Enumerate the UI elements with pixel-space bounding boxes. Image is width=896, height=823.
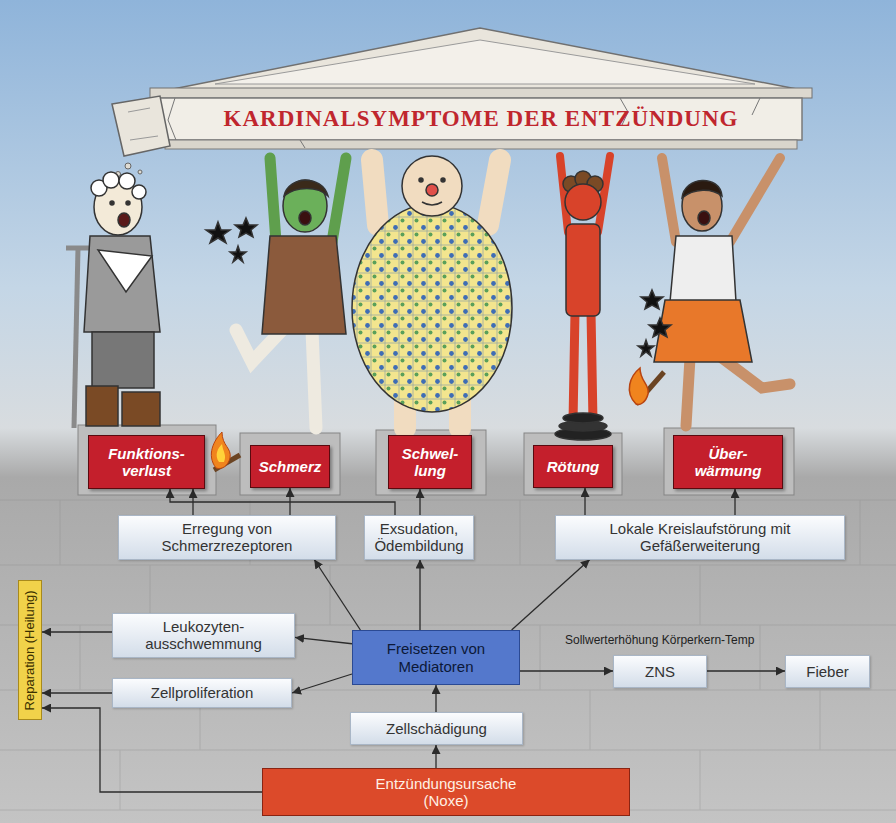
node-text: Fieber bbox=[792, 663, 863, 680]
swollen-man-figure bbox=[352, 156, 512, 428]
arrow-connector bbox=[584, 488, 585, 515]
arrow-connector bbox=[734, 489, 735, 515]
pedestals bbox=[78, 425, 794, 495]
process-box: Erregung von Schmerzrezeptoren bbox=[118, 515, 336, 560]
node-text: Freisetzen von Mediatoren bbox=[359, 640, 513, 675]
arrow-connector bbox=[419, 560, 420, 631]
node-text: Entzündungsursache (Noxe) bbox=[361, 775, 531, 810]
arrow-connector bbox=[42, 708, 262, 792]
process-box: ZNS bbox=[613, 655, 707, 688]
node-text: Schmerz bbox=[257, 458, 323, 475]
process-box: Zellschädigung bbox=[350, 712, 523, 745]
process-box: Lokale Kreislaufstörung mit Gefäßerweite… bbox=[555, 515, 845, 560]
node-text: Zellschädigung bbox=[357, 720, 516, 737]
title-band: KARDINALSYMPTOME DER ENTZÜNDUNG bbox=[160, 98, 802, 140]
process-box: Exsudation, Ödembildung bbox=[364, 515, 474, 560]
arrow-connector bbox=[42, 692, 112, 693]
arrow-connector bbox=[42, 631, 112, 632]
node-text: Reparation (Heilung) bbox=[23, 590, 38, 710]
arrow-connector bbox=[707, 670, 785, 671]
burning-man-figure bbox=[629, 158, 790, 426]
arrow-connector bbox=[435, 745, 436, 768]
symptom-plaque: Funktions- verlust bbox=[88, 435, 205, 489]
repair-band: Reparation (Heilung) bbox=[18, 580, 42, 720]
arrow-connector bbox=[520, 670, 613, 671]
stone-wall bbox=[0, 500, 896, 810]
node-text: Funktions- verlust bbox=[101, 445, 193, 480]
node-text: ZNS bbox=[620, 663, 700, 680]
arrow-connector bbox=[314, 560, 360, 631]
process-box: Fieber bbox=[785, 655, 870, 688]
arrow-connector bbox=[435, 685, 436, 712]
node-text: Über- wärmung bbox=[684, 445, 772, 480]
arrow-connector bbox=[170, 489, 395, 515]
cause-box: Entzündungsursache (Noxe) bbox=[262, 768, 630, 816]
node-text: Leukozyten- ausschwemmung bbox=[119, 618, 288, 653]
mediator-box: Freisetzen von Mediatoren bbox=[352, 630, 520, 685]
symptom-plaque: Schwel- lung bbox=[388, 435, 472, 489]
arrow-connector bbox=[512, 560, 590, 631]
arrow-connector bbox=[419, 489, 420, 515]
symptom-plaque: Schmerz bbox=[250, 445, 330, 488]
red-figure bbox=[555, 156, 611, 440]
node-text: Rötung bbox=[540, 458, 606, 475]
node-text: Zellproliferation bbox=[119, 684, 285, 701]
old-man-figure bbox=[66, 172, 160, 428]
process-box: Leukozyten- ausschwemmung bbox=[112, 613, 295, 658]
arrow-connector bbox=[295, 637, 352, 643]
temple bbox=[112, 28, 812, 177]
process-box: Zellproliferation bbox=[112, 678, 292, 708]
torch-flame bbox=[211, 432, 240, 470]
symptom-plaque: Rötung bbox=[533, 445, 613, 488]
green-man-figure bbox=[206, 158, 346, 428]
node-text: Exsudation, Ödembildung bbox=[371, 520, 467, 555]
symptom-plaque: Über- wärmung bbox=[673, 435, 783, 489]
title-text: KARDINALSYMPTOME DER ENTZÜNDUNG bbox=[224, 106, 739, 132]
arrow-connector bbox=[292, 674, 352, 693]
node-text: Schwel- lung bbox=[399, 445, 461, 480]
annotation-label: Sollwerterhöhung Körperkern-Temp bbox=[565, 633, 754, 647]
node-text: Erregung von Schmerzrezeptoren bbox=[125, 520, 329, 555]
node-text: Lokale Kreislaufstörung mit Gefäßerweite… bbox=[562, 520, 838, 555]
